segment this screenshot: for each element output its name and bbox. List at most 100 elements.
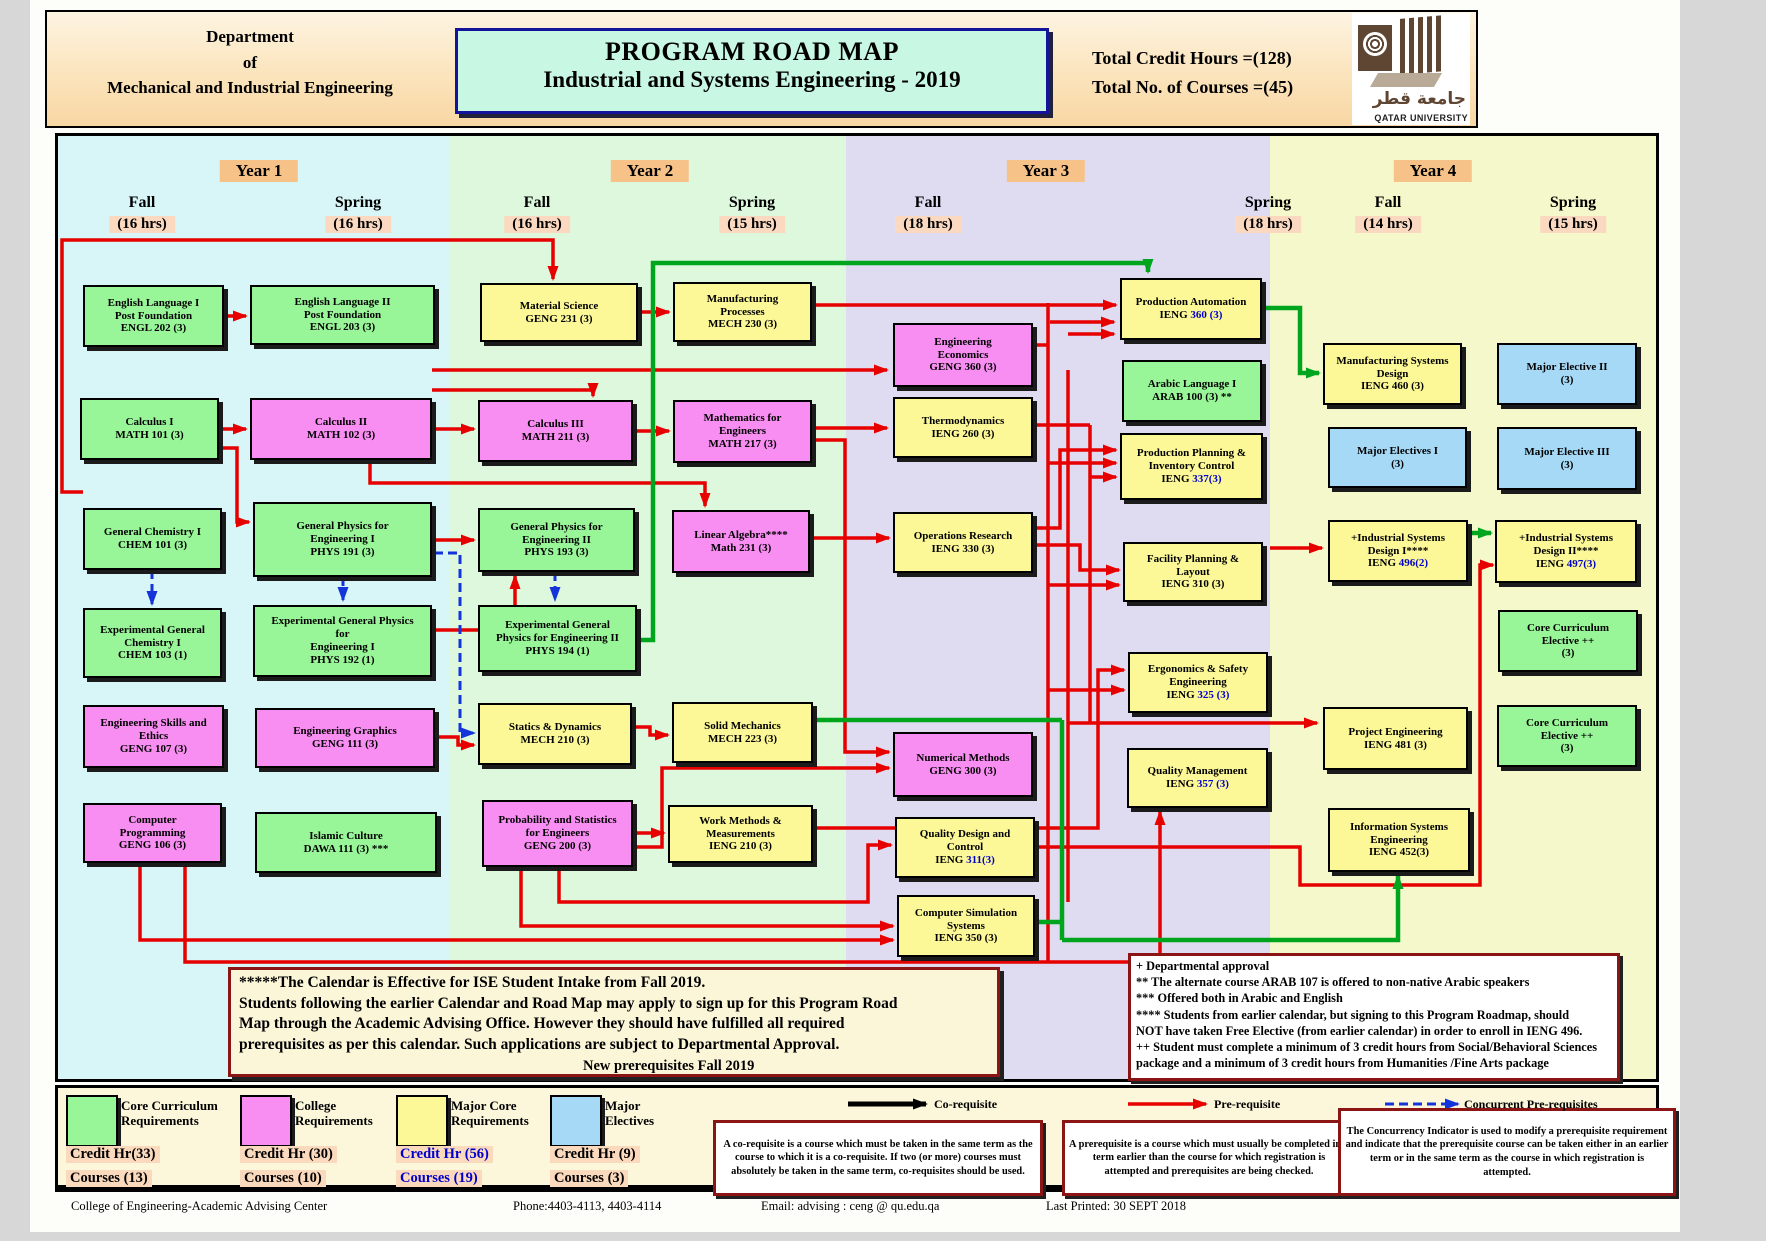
legend-label-line: Requirements <box>451 1113 529 1129</box>
course-title-line: Post Foundation <box>303 308 382 321</box>
logo-tower-icon <box>1400 15 1444 75</box>
note-line: prerequisites as per this calendar. Such… <box>239 1035 840 1053</box>
course-title-line: for Engineers <box>525 827 590 840</box>
year-4-fall-hours: (14 hrs) <box>1355 216 1421 233</box>
note-line: package and a minimum of 3 credit hours … <box>1136 1056 1549 1071</box>
page-subtitle: Industrial and Systems Engineering - 201… <box>543 67 961 92</box>
legend-label-line: Requirements <box>295 1113 373 1129</box>
course-title-line: Experimental General Physics <box>271 615 414 628</box>
course-melec3: Major Elective III(3) <box>1497 427 1637 490</box>
legend-swatch-major <box>396 1095 448 1147</box>
course-title-line: Computer Simulation <box>914 906 1018 919</box>
course-title-line: Systems <box>947 919 985 932</box>
course-title-line: Core Curriculum <box>1526 716 1608 729</box>
course-title-line: Work Methods & <box>699 814 782 827</box>
course-code: IENG 337(3) <box>1161 472 1222 485</box>
course-code: IENG 360 (3) <box>1159 309 1223 321</box>
course-title-line: Manufacturing <box>706 292 779 305</box>
course-math231: Linear Algebra****Math 231 (3) <box>672 510 810 573</box>
year-2-badge: Year 2 <box>610 160 690 182</box>
course-code: MATH 101 (3) <box>115 429 184 441</box>
course-code: CHEM 103 (1) <box>117 649 188 662</box>
year-3-badge: Year 3 <box>1006 160 1086 182</box>
course-title-line: Elective ++ <box>1541 634 1595 647</box>
course-title-line: Facility Planning & <box>1146 552 1240 565</box>
year-3-spring-hours: (18 hrs) <box>1235 216 1301 233</box>
course-code: (3) <box>1391 457 1404 470</box>
legend-label-line: Requirements <box>121 1113 199 1129</box>
course-code: PHYS 194 (1) <box>525 644 590 657</box>
department-line: Mechanical and Industrial Engineering <box>107 78 393 97</box>
course-title-line: Major Elective III <box>1524 445 1610 458</box>
course-code: CHEM 101 (3) <box>117 539 188 551</box>
year-4-region <box>1270 136 1656 1079</box>
course-title-line: Experimental General <box>505 619 610 632</box>
course-title-line: Engineering Skills and <box>100 717 207 730</box>
course-code: MATH 102 (3) <box>306 429 376 441</box>
legend-credit-college: Credit Hr (30) <box>240 1146 337 1163</box>
course-code: GENG 200 (3) <box>523 839 592 852</box>
logo-base-icon <box>1369 73 1443 87</box>
course-code: IENG 325 (3) <box>1166 688 1230 701</box>
year-2-spring-hours: (15 hrs) <box>719 216 785 233</box>
footer-item-2: Email: advising : ceng @ qu.edu.qa <box>761 1199 940 1213</box>
course-title-line: Core Curriculum <box>1527 621 1609 634</box>
course-title-line: Engineering <box>1370 833 1428 846</box>
course-title-line: Design <box>1376 367 1409 380</box>
note-line: ** The alternate course ARAB 107 is offe… <box>1136 975 1530 990</box>
course-title-line: Quality Management <box>1147 765 1248 778</box>
course-title-line: Statics & Dynamics <box>508 721 602 734</box>
year-1-spring-hours: (16 hrs) <box>325 216 391 233</box>
course-title-line: Engineering Graphics <box>293 725 397 738</box>
footer-item-0: College of Engineering-Academic Advising… <box>71 1199 328 1213</box>
page-title: PROGRAM ROAD MAP <box>605 37 899 66</box>
note-line: ++ Student must complete a minimum of 3 … <box>1136 1040 1598 1055</box>
year-2-spring-label: Spring <box>728 194 776 211</box>
course-code: IENG 311(3) <box>935 853 995 866</box>
new-prereq-legend-label: New prerequisites Fall 2019 <box>583 1058 755 1074</box>
course-title-line: Calculus II <box>314 416 368 429</box>
program-totals: Total Credit Hours =(128) Total No. of C… <box>1092 44 1293 102</box>
course-code: (3) <box>1560 374 1574 386</box>
course-code: IENG 330 (3) <box>931 542 995 555</box>
course-title-line: Thermodynamics <box>921 414 1005 427</box>
note-line: Map through the Academic Advising Office… <box>239 1015 845 1033</box>
course-melec2: Major Elective II(3) <box>1497 343 1637 405</box>
course-code: ARAB 100 (3) ** <box>1152 391 1232 403</box>
course-code: IENG 357 (3) <box>1166 778 1229 790</box>
course-title-line: Economics <box>937 348 989 361</box>
note-line: **** Students from earlier calendar, but… <box>1136 1007 1570 1022</box>
course-title-line: Information Systems <box>1349 820 1449 833</box>
course-code: GENG 300 (3) <box>929 764 997 777</box>
legend-credit-core: Credit Hr(33) <box>66 1146 160 1163</box>
legend-arrow-label-con: Concurrent Pre-requisites <box>1464 1097 1598 1111</box>
course-code: IENG 350 (3) <box>934 932 998 945</box>
course-title-line: Linear Algebra**** <box>694 528 788 541</box>
course-code: GENG 106 (3) <box>118 839 187 852</box>
course-code: (3) <box>1561 647 1575 660</box>
course-title-line: Design I**** <box>1367 544 1429 557</box>
course-title-line: Ethics <box>138 730 169 743</box>
legend-courses-major: Courses (19) <box>396 1170 482 1187</box>
department-title: Department of Mechanical and Industrial … <box>70 24 430 101</box>
footer-item-3: Last Printed: 30 SEPT 2018 <box>1046 1199 1187 1213</box>
course-code: GENG 107 (3) <box>119 742 188 755</box>
course-title-line: Computer <box>128 813 177 826</box>
course-title-line: General Physics for <box>510 520 603 533</box>
